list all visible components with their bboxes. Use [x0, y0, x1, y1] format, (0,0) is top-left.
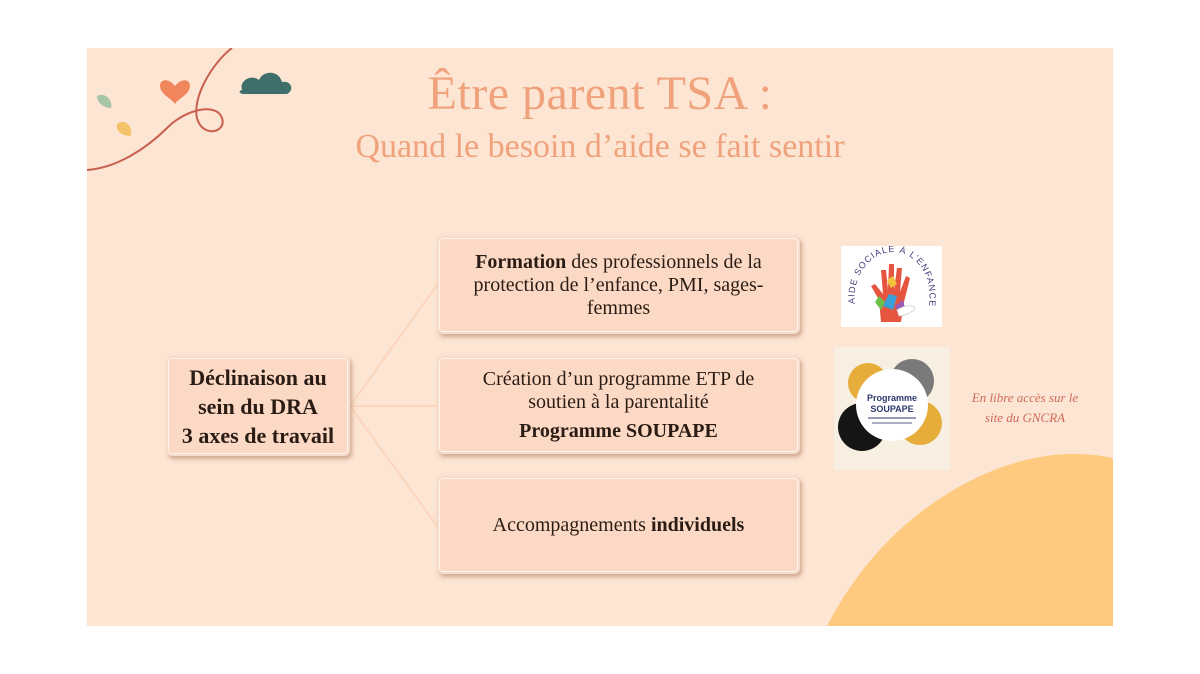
branch-2-line-3: Programme SOUPAPE: [519, 420, 718, 443]
root-line-2: sein du DRA: [198, 393, 318, 419]
programme-soupape-logo: Programme SOUPAPE: [834, 347, 950, 470]
soupape-logo-line-2: SOUPAPE: [870, 404, 913, 414]
root-line-3: 3 axes de travail: [181, 422, 335, 448]
connector-lines: [349, 284, 438, 527]
branch-1-bold: Formation: [475, 250, 567, 273]
heart-icon: [160, 80, 190, 104]
connector-line-3: [349, 405, 438, 527]
decorative-doodle: [87, 48, 292, 171]
branch-2-line-1: Création d’un programme ETP de: [482, 367, 755, 390]
hand-icon: [871, 264, 916, 322]
branch-1-rest: des professionnels de la: [566, 250, 762, 273]
branch-2-bold: Programme SOUPAPE: [519, 419, 718, 442]
branch-2-line-2: soutien à la parentalité: [528, 390, 709, 413]
root-node: Déclinaison au sein du DRA 3 axes de tra…: [166, 356, 350, 456]
aide-sociale-enfance-logo: AIDE SOCIALE À L’ENFANCE: [841, 244, 942, 327]
branch-3-bold: individuels: [650, 513, 745, 536]
branch-accompagnements: Accompagnements individuels: [437, 476, 800, 574]
branch-formation: Formation des professionnels de la prote…: [437, 236, 800, 334]
leaf-icon: [116, 121, 132, 136]
note-line-1: En libre accès sur le: [971, 390, 1079, 405]
soupape-logo-line-1: Programme: [867, 393, 917, 403]
leaf-icon: [97, 94, 112, 108]
logo-center-circle: [856, 369, 928, 441]
cloud-icon: [239, 72, 292, 94]
gncra-note: En libre accès sur le site du GNCRA: [955, 388, 1095, 428]
decorative-yellow-blob: [827, 453, 1113, 626]
branch-3-line-1: Accompagnements individuels: [493, 514, 745, 537]
slide: Être parent TSA : Quand le besoin d’aide…: [87, 48, 1113, 626]
branch-3-normal: Accompagnements: [492, 513, 651, 536]
connector-line-1: [349, 284, 438, 407]
note-line-2: site du GNCRA: [984, 410, 1066, 425]
branch-1-line-3: femmes: [586, 296, 651, 319]
slide-title: Être parent TSA :: [427, 67, 773, 120]
branch-programme-etp: Création d’un programme ETP de soutien à…: [437, 356, 800, 454]
root-line-1: Déclinaison au: [189, 364, 327, 390]
branch-1-line-1: Formation des professionnels de la: [475, 251, 762, 274]
branch-1-line-2: protection de l’enfance, PMI, sages-: [473, 273, 764, 296]
slide-subtitle: Quand le besoin d’aide se fait sentir: [355, 128, 845, 165]
